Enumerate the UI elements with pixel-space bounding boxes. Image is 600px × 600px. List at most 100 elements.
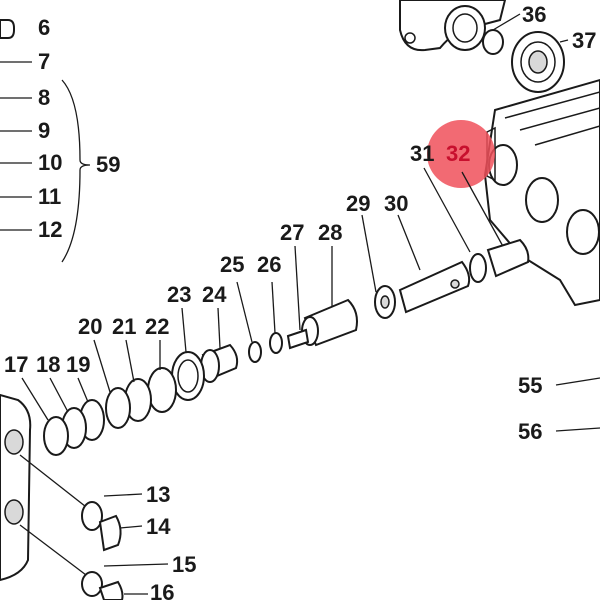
ring-31 <box>469 253 487 283</box>
bracket-59 <box>61 79 91 263</box>
callout-24: 24 <box>202 282 227 307</box>
leader-13b <box>103 493 143 497</box>
oring-15 <box>81 571 103 597</box>
callout-19: 19 <box>66 352 90 377</box>
callout-18: 18 <box>36 352 60 377</box>
callout-16: 16 <box>150 580 174 600</box>
callout-10: 10 <box>38 150 62 175</box>
leader-29 <box>361 214 377 293</box>
flange-bore-inner <box>452 13 478 43</box>
callout-30: 30 <box>384 191 408 216</box>
leader-26 <box>271 281 276 334</box>
callout-37: 37 <box>572 28 596 53</box>
callout-13: 13 <box>146 482 170 507</box>
stud-27 <box>286 328 310 350</box>
leader-56 <box>555 427 600 432</box>
crankcase-rib-1 <box>504 91 600 119</box>
manifold-port-2 <box>4 499 24 525</box>
leader-15 <box>19 524 91 579</box>
crankcase-body: 55 56 <box>483 78 600 444</box>
cylinder-bore-2 <box>525 177 559 223</box>
washer-29-bore <box>380 295 390 309</box>
ring-20 <box>105 387 131 429</box>
callout-36: 36 <box>522 2 546 27</box>
leader-31 <box>423 167 471 253</box>
valve-rings: 17 18 19 <box>4 352 105 456</box>
leader-30 <box>397 214 421 271</box>
manifold-body <box>0 393 32 582</box>
highlight-marker-32 <box>427 120 495 188</box>
seal-holder: 23 24 <box>167 282 239 401</box>
leader-19 <box>77 377 89 403</box>
callout-59: 59 <box>96 152 120 177</box>
callout-55: 55 <box>518 373 542 398</box>
leader-24 <box>217 307 221 349</box>
callout-11: 11 <box>38 184 61 209</box>
cylinder-bore-3 <box>566 209 600 255</box>
oil-seal-36 <box>482 29 504 55</box>
flange-bolt-hole <box>404 32 416 44</box>
packing-rings: 20 21 22 <box>78 314 177 429</box>
callout-17: 17 <box>4 352 28 377</box>
manifold-port-1 <box>4 429 24 455</box>
plunger-32 <box>486 238 530 278</box>
leader-20 <box>93 339 111 393</box>
callout-15: 15 <box>172 552 196 577</box>
valve-plugs: 13 14 15 16 <box>81 482 196 600</box>
callout-7: 7 <box>38 49 50 74</box>
callout-25: 25 <box>220 252 244 277</box>
leader-25 <box>236 281 253 343</box>
plug-14 <box>98 514 122 552</box>
flange-bore <box>444 5 486 51</box>
leader-13 <box>19 454 91 511</box>
callout-9: 9 <box>38 118 50 143</box>
callout-6: 6 <box>38 15 50 40</box>
callout-23: 23 <box>167 282 191 307</box>
plunger-guide-30 <box>398 260 471 314</box>
ring-26 <box>269 332 283 354</box>
callout-31: 31 <box>410 141 434 166</box>
leader-15b <box>103 563 169 567</box>
crankcase-rib-3 <box>534 125 600 146</box>
callout-28: 28 <box>318 220 342 245</box>
leader-23 <box>181 307 187 353</box>
leader-32 <box>461 171 506 251</box>
callout-20: 20 <box>78 314 102 339</box>
plunger-assembly: 29 30 <box>346 191 530 319</box>
sleeve-assembly: 27 28 <box>280 220 358 350</box>
ring-22 <box>147 367 177 413</box>
left-callout-group: 6 7 8 9 10 11 12 59 <box>0 15 120 263</box>
leader-36 <box>492 13 521 31</box>
callout-27: 27 <box>280 220 304 245</box>
callout-8: 8 <box>38 85 50 110</box>
callout-26: 26 <box>257 252 281 277</box>
callout-29: 29 <box>346 191 370 216</box>
manifold <box>0 393 91 582</box>
crankcase-rib-2 <box>519 107 600 131</box>
seal-23-inner <box>177 359 199 393</box>
callout-12: 12 <box>38 217 62 242</box>
oring-13 <box>81 501 103 531</box>
bearing-37-bore <box>528 50 548 74</box>
leader-55 <box>555 377 600 386</box>
leader-14 <box>119 525 143 529</box>
guide-30-hole <box>450 279 460 289</box>
callout-21: 21 <box>112 314 136 339</box>
leader-17 <box>21 377 49 421</box>
plug-16 <box>98 580 124 600</box>
part-6-edge <box>0 19 15 39</box>
callout-22: 22 <box>145 314 169 339</box>
leader-27 <box>294 245 301 331</box>
bearing-37-race <box>520 41 556 83</box>
leader-37 <box>559 39 569 43</box>
bearing-assembly: 36 37 <box>399 0 596 93</box>
leader-18 <box>49 377 69 413</box>
callout-14: 14 <box>146 514 171 539</box>
callout-32: 32 <box>446 141 470 166</box>
ring-25 <box>248 341 262 363</box>
leader-21 <box>125 339 135 383</box>
highlight-group: 31 32 <box>410 120 506 253</box>
small-rings: 25 26 <box>220 252 283 363</box>
callout-56: 56 <box>518 419 542 444</box>
